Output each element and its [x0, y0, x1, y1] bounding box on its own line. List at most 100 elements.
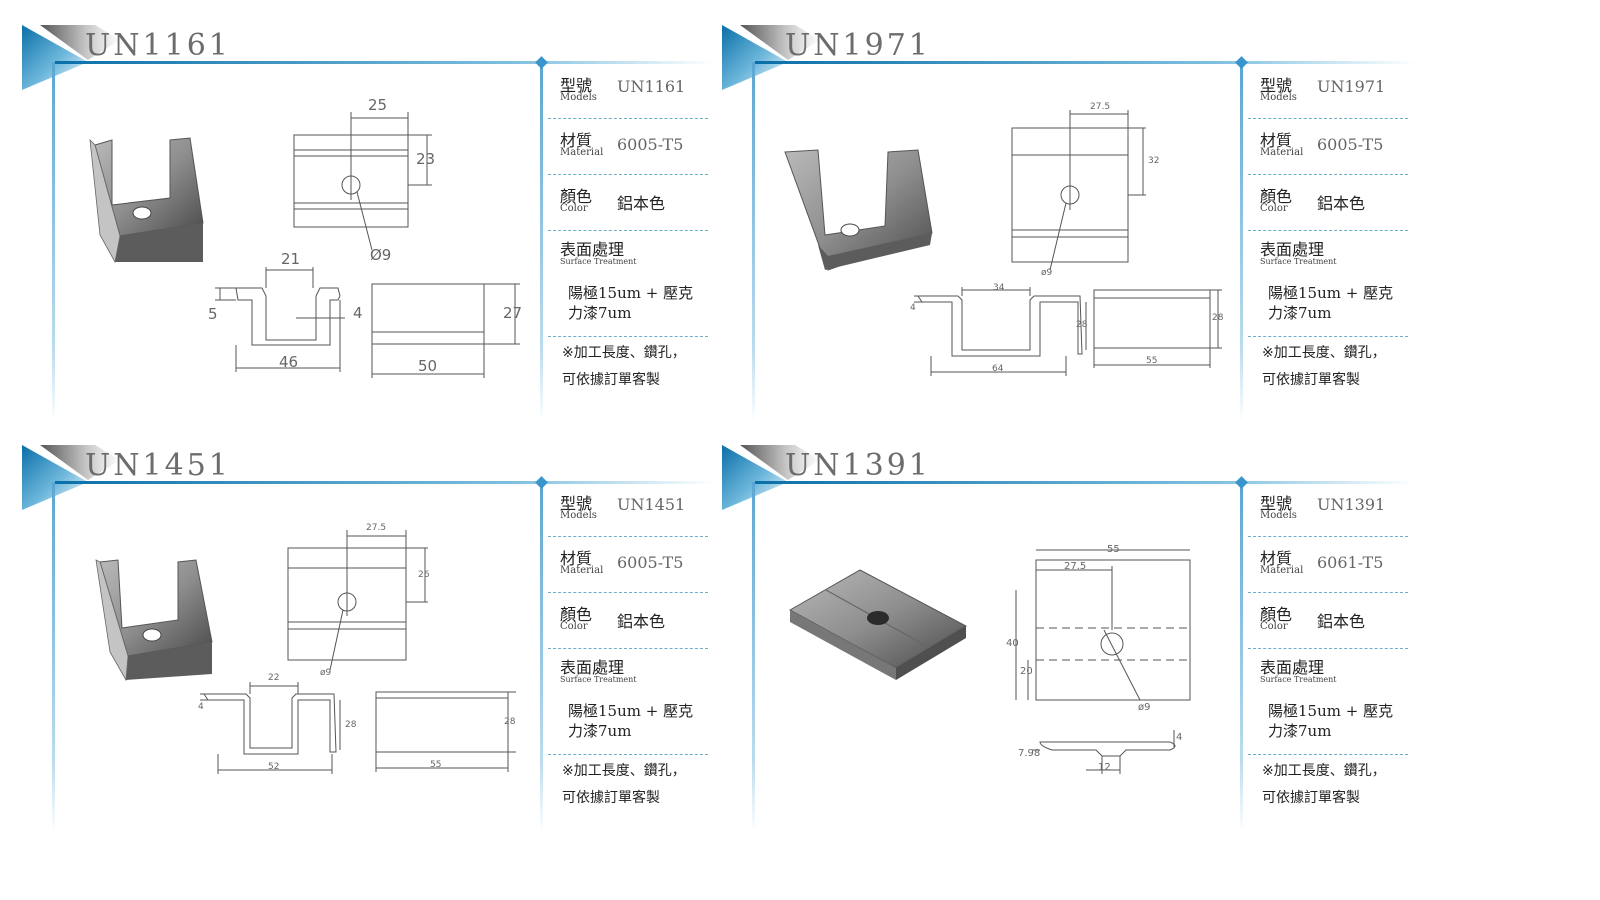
front-view — [200, 682, 341, 774]
product-3d-render — [788, 569, 968, 680]
note-line-1: ※加工長度、鑽孔， — [1262, 345, 1386, 361]
product-panel-un1161: UN1161 — [0, 0, 720, 420]
dim-lip: 4 — [198, 702, 204, 712]
header-decoration — [722, 445, 1415, 832]
model-label-en: Models — [1260, 510, 1297, 521]
model-value: UN1451 — [617, 495, 686, 514]
product-title: UN1971 — [785, 28, 931, 63]
divider — [1248, 536, 1408, 537]
surface-label: 表面處理 — [1260, 240, 1325, 259]
model-value: UN1161 — [617, 77, 686, 96]
model-label-en: Models — [560, 510, 597, 521]
dim-slot-width: 21 — [281, 250, 301, 268]
color-label-en: Color — [560, 621, 588, 632]
top-view — [293, 112, 432, 251]
model-value: UN1391 — [1317, 495, 1386, 514]
dim-inner-height: 28 — [345, 720, 357, 730]
model-label: 型號 — [560, 76, 593, 95]
dim-hole: ø9 — [320, 668, 332, 678]
product-drawing — [788, 549, 1191, 774]
treatment-value: 陽極15um + 壓克 力漆7um — [1268, 701, 1408, 741]
surface-label-en: Surface Treatment — [560, 257, 637, 266]
dim-top-width: 27.5 — [366, 523, 387, 533]
divider — [1248, 174, 1408, 175]
dim-base-width: 64 — [992, 364, 1004, 374]
color-label: 顏色 — [1260, 605, 1293, 624]
material-label: 材質 — [560, 549, 593, 568]
dim-inner-height: 28 — [1076, 320, 1088, 330]
product-panel-un1451: UN1451 — [0, 430, 720, 850]
color-value: 鋁本色 — [1317, 194, 1366, 213]
top-view — [1015, 549, 1191, 701]
dim-lip: 7.98 — [1018, 748, 1041, 759]
color-label-en: Color — [1260, 621, 1288, 632]
divider — [548, 230, 708, 231]
divider — [1248, 754, 1408, 755]
dim-top-width: 27.5 — [1090, 102, 1111, 112]
dim-top-height: 23 — [416, 150, 436, 168]
divider — [1248, 118, 1408, 119]
treatment-line-1: 陽極15um + 壓克 — [1268, 284, 1394, 302]
model-label-en: Models — [1260, 92, 1297, 103]
product-panel-un1391: UN1391 55 27.5 40 20 ø9 4 — [700, 430, 1420, 850]
material-label-en: Material — [1260, 565, 1304, 576]
dim-side-height: 28 — [1212, 313, 1224, 323]
dim-hole: ø9 — [1138, 702, 1151, 713]
divider — [548, 174, 708, 175]
model-label: 型號 — [1260, 494, 1293, 513]
model-value: UN1971 — [1317, 77, 1386, 96]
divider — [548, 536, 708, 537]
color-label-en: Color — [1260, 203, 1288, 214]
note-line-1: ※加工長度、鑽孔， — [1262, 763, 1386, 779]
treatment-line-1: 陽極15um + 壓克 — [568, 284, 694, 302]
dim-side-length: 55 — [430, 760, 442, 770]
divider — [548, 336, 708, 337]
color-label: 顏色 — [1260, 187, 1293, 206]
color-label: 顏色 — [560, 187, 593, 206]
dim-width: 55 — [1107, 544, 1120, 555]
dim-base-width: 52 — [268, 762, 280, 772]
profile-view — [1032, 730, 1176, 774]
divider — [1248, 648, 1408, 649]
top-view — [1011, 110, 1146, 271]
dim-side-length: 50 — [418, 357, 438, 375]
color-label: 顏色 — [560, 605, 593, 624]
product-panel-un1971: UN1971 — [700, 0, 1420, 420]
dim-half-width: 27.5 — [1064, 561, 1087, 572]
product-drawing — [95, 530, 516, 774]
product-title: UN1391 — [785, 448, 931, 483]
material-label: 材質 — [1260, 549, 1293, 568]
material-value: 6005-T5 — [617, 135, 684, 154]
dim-half-height: 20 — [1020, 666, 1033, 677]
dim-wall: 4 — [353, 304, 363, 322]
color-value: 鋁本色 — [617, 612, 666, 631]
divider — [1248, 592, 1408, 593]
product-title: UN1161 — [85, 28, 231, 63]
surface-label: 表面處理 — [1260, 658, 1325, 677]
front-view — [215, 267, 345, 372]
side-view — [1093, 289, 1222, 368]
divider — [1248, 336, 1408, 337]
note-line-2: 可依據訂單客製 — [1262, 790, 1360, 806]
note-line-1: ※加工長度、鑽孔， — [562, 345, 686, 361]
dim-base-width: 46 — [279, 353, 299, 371]
dim-thickness: 4 — [1176, 732, 1183, 743]
model-label: 型號 — [1260, 76, 1293, 95]
divider — [1248, 230, 1408, 231]
treatment-line-2: 力漆7um — [1268, 304, 1332, 322]
treatment-value: 陽極15um + 壓克 力漆7um — [1268, 283, 1408, 323]
surface-label: 表面處理 — [560, 240, 625, 259]
material-label: 材質 — [1260, 131, 1293, 150]
treatment-value: 陽極15um + 壓克 力漆7um — [568, 701, 708, 741]
material-value: 6005-T5 — [1317, 135, 1384, 154]
color-value: 鋁本色 — [617, 194, 666, 213]
treatment-value: 陽極15um + 壓克 力漆7um — [568, 283, 708, 323]
dim-side-length: 55 — [1146, 356, 1158, 366]
dim-slot-width: 34 — [993, 283, 1005, 293]
model-label: 型號 — [560, 494, 593, 513]
dim-side-height: 28 — [504, 717, 516, 727]
treatment-line-1: 陽極15um + 壓克 — [568, 702, 694, 720]
header-decoration — [722, 25, 1415, 420]
surface-label-en: Surface Treatment — [1260, 675, 1337, 684]
material-label-en: Material — [560, 565, 604, 576]
